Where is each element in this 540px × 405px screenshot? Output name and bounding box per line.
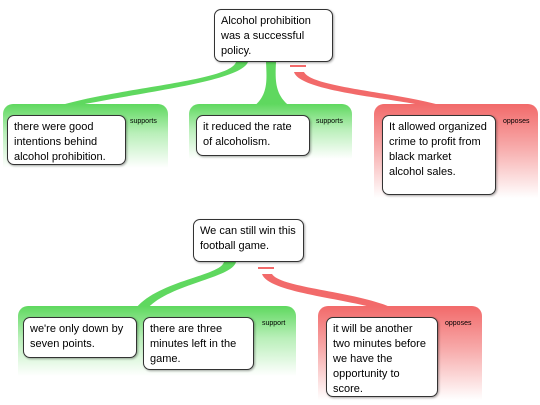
support-connector (52, 62, 248, 108)
support-label: supports (130, 118, 157, 125)
oppose-label: opposes (445, 320, 472, 327)
claim-box[interactable]: We can still win this football game. (193, 219, 304, 262)
oppose-label: opposes (503, 118, 530, 125)
reason-box[interactable]: there are three minutes left in the game… (143, 317, 254, 370)
reason-box[interactable]: it reduced the rate of alcoholism. (196, 115, 310, 156)
reason-box[interactable]: we're only down by seven points. (23, 317, 137, 358)
support-label: supports (316, 118, 343, 125)
support-connector (252, 62, 292, 108)
oppose-connector (294, 72, 450, 108)
oppose-connector (262, 274, 392, 308)
reason-box[interactable]: it will be another two minutes before we… (326, 317, 438, 397)
reason-box[interactable]: It allowed organized crime to profit fro… (382, 115, 496, 195)
claim-box[interactable]: Alcohol prohibition was a successful pol… (214, 9, 333, 62)
support-label: support (262, 320, 286, 327)
support-connector (136, 262, 236, 308)
reason-box[interactable]: there were good intentions behind alcoho… (7, 115, 126, 165)
